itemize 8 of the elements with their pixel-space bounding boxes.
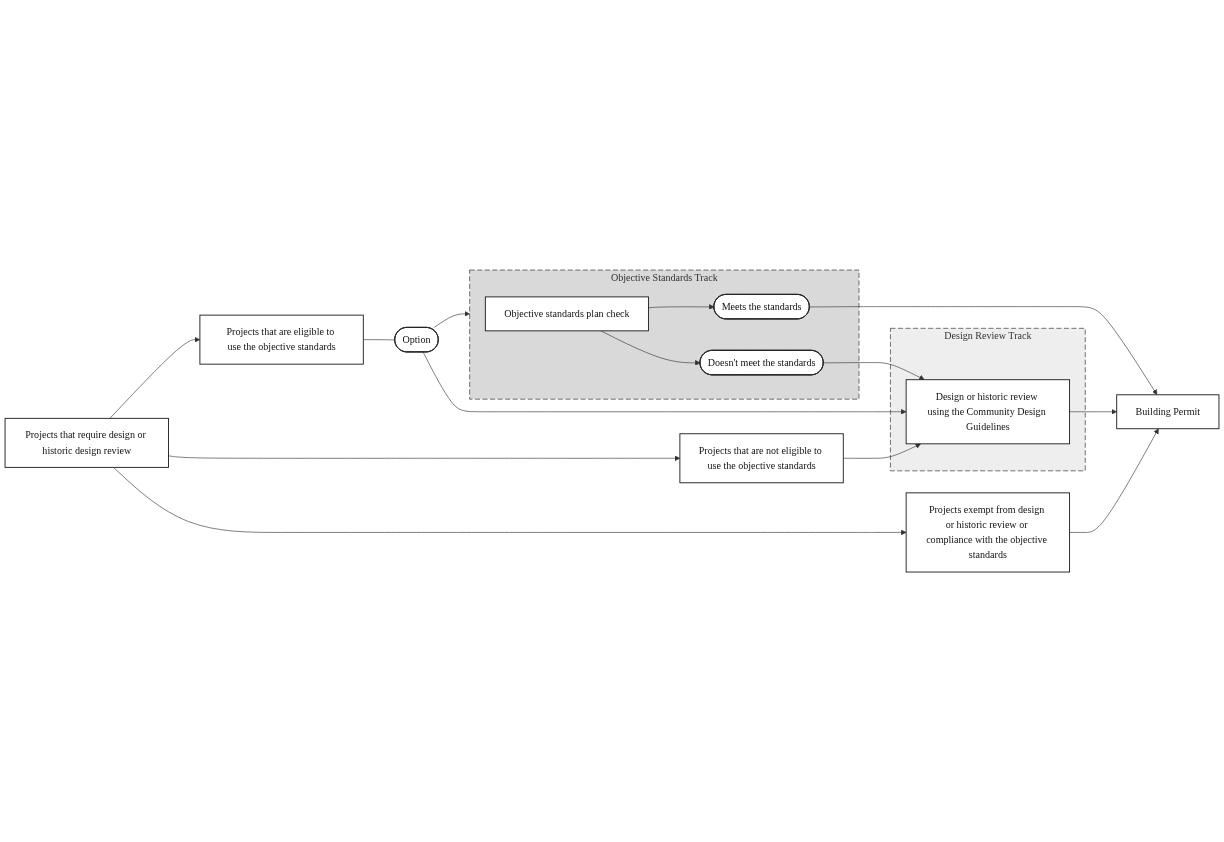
node-box: Design or historic review using the Community Design Guidelines <box>905 379 1071 445</box>
node-box: Projects that are not eligible to use the objective standards <box>679 433 844 484</box>
node-box: Building Permit <box>1116 394 1220 430</box>
connector <box>363 339 396 341</box>
node-box: Projects exempt from design or historic review or compliance with the objective standards <box>905 492 1071 573</box>
node-box: Projects that require design or historic design review <box>4 417 169 468</box>
node-box: Objective standards plan check <box>484 296 649 332</box>
node-box: Projects that are eligible to use the objective standards <box>199 314 364 365</box>
